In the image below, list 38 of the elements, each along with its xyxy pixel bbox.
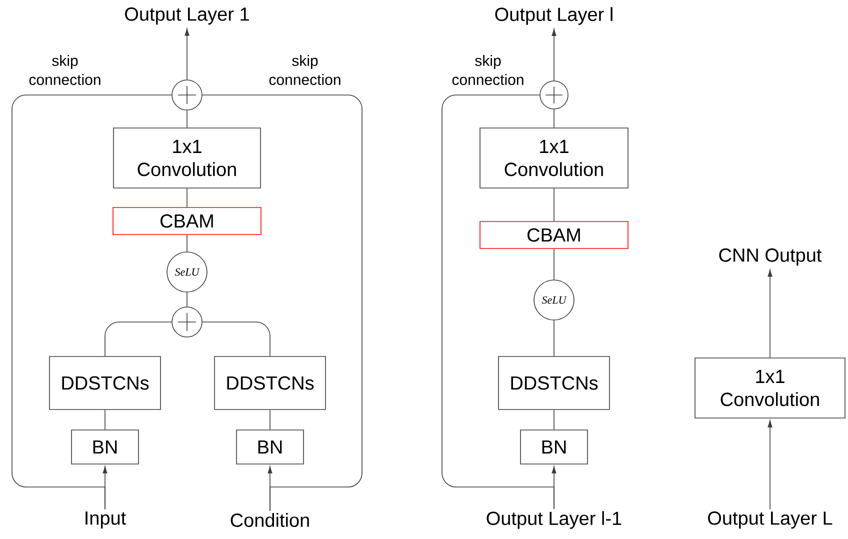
connector-line <box>12 94 172 510</box>
skip-connection-label: skip connection <box>269 55 340 85</box>
sum-circle <box>172 306 202 338</box>
arrow <box>184 28 190 80</box>
layer-box: BN <box>71 430 139 464</box>
output-label: Output Layer L <box>708 511 832 529</box>
attention-box: CBAM <box>480 221 628 249</box>
layer-box: DDSTCNs <box>214 356 326 410</box>
layer-box: DDSTCNs <box>49 356 161 410</box>
layer-box: 1x1 Convolution <box>113 128 261 188</box>
connector-line <box>186 292 188 307</box>
connector-line <box>442 94 554 510</box>
layer-box: 1x1 Convolution <box>480 128 628 188</box>
layer-box: 1x1 Convolution <box>694 358 846 418</box>
sum-circle <box>540 80 568 110</box>
layer-box: BN <box>236 430 304 464</box>
connector-line <box>186 234 188 252</box>
connector-line <box>104 410 106 430</box>
attention-box: CBAM <box>112 207 262 235</box>
layer-box: DDSTCNs <box>498 356 610 410</box>
connector-line <box>104 322 172 356</box>
skip-connection-label: skip connection <box>29 55 100 85</box>
connector-line <box>202 94 362 512</box>
connector-line <box>202 322 270 356</box>
output-label: Output Layer l <box>495 7 612 25</box>
arrow <box>552 28 556 81</box>
sum-circle <box>172 80 202 110</box>
skip-connection-label: skip connection <box>452 55 524 85</box>
arrow <box>768 270 772 358</box>
connector-line <box>186 110 188 128</box>
output-label: CNN Output <box>719 248 822 266</box>
output-label: Output Layer l-1 <box>486 511 622 529</box>
output-label: Condition <box>230 513 309 527</box>
layer-box: BN <box>520 430 588 464</box>
output-label: Input <box>86 512 126 528</box>
arrow <box>768 420 772 510</box>
connector-line <box>186 188 188 208</box>
output-label: Output Layer 1 <box>125 7 249 25</box>
